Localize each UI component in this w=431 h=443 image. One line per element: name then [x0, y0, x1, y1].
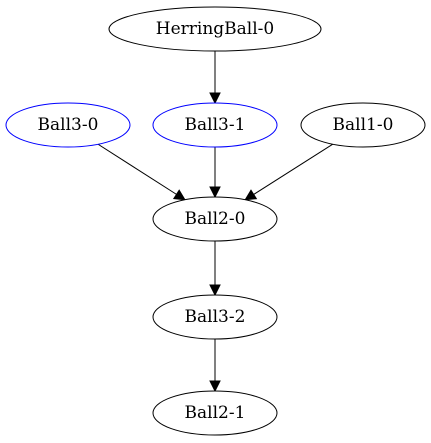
node-label: Ball1-0	[333, 115, 394, 135]
edge-ball2-0-to-ball3-2	[209, 241, 221, 297]
arrowhead-icon	[244, 189, 258, 201]
node-label: Ball3-2	[185, 307, 246, 327]
node-ellipse	[152, 390, 278, 436]
node-ball1-0: Ball1-0	[300, 102, 426, 148]
arrowhead-icon	[209, 380, 221, 393]
edge-ball3-1-to-ball2-0	[209, 147, 221, 199]
node-label: Ball3-1	[185, 115, 246, 135]
node-ball3-2: Ball3-2	[152, 294, 278, 340]
edge-ball3-0-to-ball2-0	[97, 143, 186, 201]
node-label: Ball2-0	[185, 209, 246, 229]
node-label: Ball3-0	[38, 115, 99, 135]
arrowhead-icon	[209, 284, 221, 297]
node-label: Ball2-1	[185, 403, 246, 423]
node-ball3-1: Ball3-1	[152, 102, 278, 148]
arrowhead-icon	[172, 189, 186, 201]
edge-line	[97, 143, 177, 195]
edges-layer	[97, 51, 334, 393]
node-ellipse	[152, 294, 278, 340]
node-ellipse	[152, 102, 278, 148]
node-ball2-0: Ball2-0	[152, 196, 278, 242]
edge-ball1-0-to-ball2-0	[244, 143, 334, 201]
edge-ball3-2-to-ball2-1	[209, 339, 221, 393]
node-ellipse	[152, 196, 278, 242]
node-ball2-1: Ball2-1	[152, 390, 278, 436]
edge-herringball-0-to-ball3-1	[209, 51, 221, 105]
arrowhead-icon	[209, 92, 221, 105]
node-ellipse	[108, 6, 322, 52]
node-ellipse	[300, 102, 426, 148]
arrowhead-icon	[209, 186, 221, 199]
node-label: HerringBall-0	[156, 19, 274, 39]
node-herringball-0: HerringBall-0	[108, 6, 322, 52]
edge-line	[253, 143, 334, 195]
node-ellipse	[5, 102, 131, 148]
node-ball3-0: Ball3-0	[5, 102, 131, 148]
